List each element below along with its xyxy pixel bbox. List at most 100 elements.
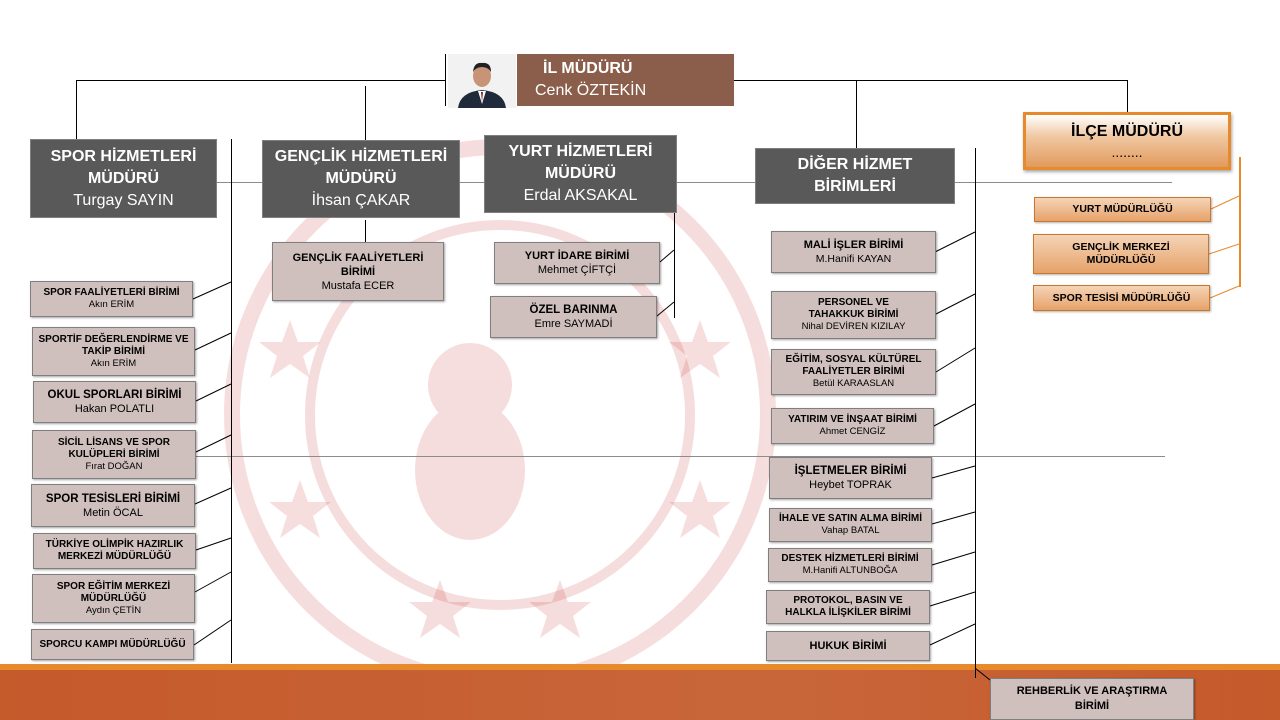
unit-person: Metin ÖCAL — [83, 506, 143, 519]
unit-person: Betül KARAASLAN — [812, 378, 895, 389]
district-unit-box: GENÇLİK MERKEZİ MÜDÜRLÜĞÜ — [1033, 234, 1209, 274]
diger-unit-box: DESTEK HİZMETLERİ BİRİMİ M.Hanifi ALTUNB… — [768, 548, 932, 582]
yurt-unit-box: YURT İDARE BİRİMİ Mehmet ÇİFTÇİ — [494, 242, 660, 284]
yurt-director-name: Erdal AKSAKAL — [523, 187, 638, 204]
diger-unit-box: HUKUK BİRİMİ — [766, 631, 930, 661]
district-unit-box: YURT MÜDÜRLÜĞÜ — [1034, 197, 1211, 222]
connector-line — [734, 80, 1127, 81]
unit-person: M.Hanifi ALTUNBOĞA — [802, 565, 898, 576]
diger-units-box: DİĞER HİZMET BİRİMLERİ — [755, 148, 955, 204]
unit-title: SİCİL LİSANS VE SPOR KULÜPLERİ BİRİMİ — [57, 436, 171, 460]
yurt-director-title-2: MÜDÜRÜ — [544, 165, 617, 182]
diger-unit-box: İHALE VE SATIN ALMA BİRİMİ Vahap BATAL — [769, 508, 932, 542]
unit-title: GENÇLİK MERKEZİ MÜDÜRLÜĞÜ — [1072, 241, 1170, 266]
district-director-box: İLÇE MÜDÜRÜ ........ — [1023, 112, 1231, 170]
spor-unit-box: SPORTİF DEĞERLENDİRME VE TAKİP BİRİMİ Ak… — [32, 327, 195, 376]
spor-unit-box: OKUL SPORLARI BİRİMİ Hakan POLATLI — [33, 381, 196, 423]
unit-title: YURT İDARE BİRİMİ — [524, 250, 630, 262]
spor-unit-box: TÜRKİYE OLİMPİK HAZIRLIK MERKEZİ MÜDÜRLÜ… — [33, 533, 196, 569]
genclik-director-box: GENÇLİK HİZMETLERİ MÜDÜRÜ İhsan ÇAKAR — [262, 140, 460, 218]
unit-person: Ahmet CENGİZ — [819, 426, 886, 437]
genclik-director-name: İhsan ÇAKAR — [311, 192, 411, 209]
person-icon — [448, 54, 516, 108]
director-title: İL MÜDÜRÜ — [543, 60, 633, 77]
spor-unit-box: SPOR TESİSLERİ BİRİMİ Metin ÖCAL — [31, 484, 195, 527]
unit-title: DESTEK HİZMETLERİ BİRİMİ — [781, 553, 919, 564]
unit-title: SPORTİF DEĞERLENDİRME VE TAKİP BİRİMİ — [38, 333, 189, 357]
unit-person: Akın ERİM — [88, 299, 135, 310]
district-vertical-line — [1239, 157, 1241, 287]
unit-person: Vahap BATAL — [821, 525, 880, 536]
spor-unit-box: SPOR FAALİYETLERİ BİRİMİ Akın ERİM — [30, 281, 193, 317]
unit-title: GENÇLİK FAALİYETLERİ BİRİMİ — [292, 251, 424, 278]
yurt-director-box: YURT HİZMETLERİ MÜDÜRÜ Erdal AKSAKAL — [484, 135, 677, 213]
diger-unit-box: EĞİTİM, SOSYAL KÜLTÜREL FAALİYETLER BİRİ… — [771, 349, 936, 395]
unit-title: OKUL SPORLARI BİRİMİ — [47, 389, 182, 401]
unit-title: SPOR EĞİTİM MERKEZİ MÜDÜRLÜĞÜ — [56, 580, 171, 604]
unit-person: Emre SAYMADİ — [534, 318, 613, 330]
district-director-name: ........ — [1111, 144, 1143, 160]
guide-line — [210, 182, 1172, 183]
spor-vertical-line — [231, 139, 232, 663]
unit-title: EĞİTİM, SOSYAL KÜLTÜREL FAALİYETLER BİRİ… — [785, 354, 922, 377]
connector-line — [856, 80, 857, 148]
unit-person: Aydın ÇETİN — [85, 604, 142, 616]
unit-person: Mehmet ÇİFTÇİ — [537, 264, 617, 276]
spor-unit-box: SPOR EĞİTİM MERKEZİ MÜDÜRLÜĞÜ Aydın ÇETİ… — [32, 574, 195, 623]
unit-person: Akın ERİM — [90, 357, 137, 369]
diger-unit-box: İŞLETMELER BİRİMİ Heybet TOPRAK — [769, 457, 932, 499]
spor-director-title: SPOR HİZMETLERİ — [50, 147, 197, 165]
unit-person: Mustafa ECER — [321, 279, 395, 292]
diger-unit-box: PERSONEL VE TAHAKKUK BİRİMİ Nihal DEVİRE… — [771, 291, 936, 339]
spor-unit-box: SPORCU KAMPI MÜDÜRLÜĞÜ — [31, 629, 194, 660]
unit-title: İHALE VE SATIN ALMA BİRİMİ — [779, 513, 922, 524]
unit-title: HUKUK BİRİMİ — [809, 640, 887, 652]
unit-title: ÖZEL BARINMA — [529, 304, 618, 316]
unit-title: SPORCU KAMPI MÜDÜRLÜĞÜ — [39, 638, 186, 650]
diger-units-title-2: BİRİMLERİ — [814, 178, 896, 195]
diger-unit-box: REHBERLİK VE ARAŞTIRMA BİRİMİ — [990, 678, 1194, 720]
unit-person: Fırat DOĞAN — [85, 460, 143, 472]
director-photo — [448, 54, 516, 108]
director-box: İL MÜDÜRÜ Cenk ÖZTEKİN — [517, 54, 734, 106]
diger-vertical-line — [975, 148, 976, 678]
connector-line — [76, 80, 446, 81]
diger-units-title: DİĞER HİZMET — [797, 156, 913, 173]
yurt-director-title: YURT HİZMETLERİ — [508, 143, 653, 160]
yurt-vertical-line — [674, 140, 675, 318]
genclik-director-title: GENÇLİK HİZMETLERİ — [274, 148, 448, 165]
connector-line — [1127, 80, 1128, 114]
unit-title: REHBERLİK VE ARAŞTIRMA BİRİMİ — [1016, 685, 1168, 712]
district-director-title: İLÇE MÜDÜRÜ — [1071, 123, 1183, 140]
unit-person: Heybet TOPRAK — [809, 479, 892, 491]
unit-title: PERSONEL VE TAHAKKUK BİRİMİ — [808, 297, 899, 320]
connector-line — [365, 86, 366, 141]
director-name: Cenk ÖZTEKİN — [535, 82, 647, 99]
spor-unit-box: SİCİL LİSANS VE SPOR KULÜPLERİ BİRİMİ Fı… — [32, 430, 196, 479]
genclik-director-title-2: MÜDÜRÜ — [325, 170, 397, 187]
unit-title: TÜRKİYE OLİMPİK HAZIRLIK MERKEZİ MÜDÜRLÜ… — [45, 539, 184, 562]
spor-director-title-2: MÜDÜRÜ — [87, 169, 160, 187]
unit-title: SPOR FAALİYETLERİ BİRİMİ — [43, 287, 180, 298]
genclik-unit-box: GENÇLİK FAALİYETLERİ BİRİMİ Mustafa ECER — [272, 242, 444, 301]
guide-line — [195, 456, 1165, 457]
genclik-vertical-line — [365, 220, 366, 242]
district-unit-box: SPOR TESİSİ MÜDÜRLÜĞÜ — [1033, 285, 1210, 311]
spor-director-box: SPOR HİZMETLERİ MÜDÜRÜ Turgay SAYIN — [30, 139, 217, 218]
spor-director-name: Turgay SAYIN — [73, 191, 174, 209]
unit-title: YURT MÜDÜRLÜĞÜ — [1072, 203, 1173, 215]
diger-unit-box: PROTOKOL, BASIN VE HALKLA İLİŞKİLER BİRİ… — [766, 590, 930, 624]
diger-unit-box: MALİ İŞLER BİRİMİ M.Hanifi KAYAN — [771, 231, 936, 273]
unit-title: SPOR TESİSLERİ BİRİMİ — [45, 492, 181, 505]
yurt-unit-box: ÖZEL BARINMA Emre SAYMADİ — [490, 296, 657, 338]
footer-orange-line — [0, 664, 1280, 670]
unit-title: PROTOKOL, BASIN VE HALKLA İLİŞKİLER BİRİ… — [785, 595, 911, 618]
unit-person: M.Hanifi KAYAN — [815, 253, 892, 265]
unit-title: YATIRIM VE İNŞAAT BİRİMİ — [788, 414, 917, 425]
diger-unit-box: YATIRIM VE İNŞAAT BİRİMİ Ahmet CENGİZ — [771, 408, 934, 444]
connector-line — [76, 80, 77, 140]
unit-title: MALİ İŞLER BİRİMİ — [803, 239, 904, 251]
unit-person: Hakan POLATLI — [74, 403, 155, 415]
